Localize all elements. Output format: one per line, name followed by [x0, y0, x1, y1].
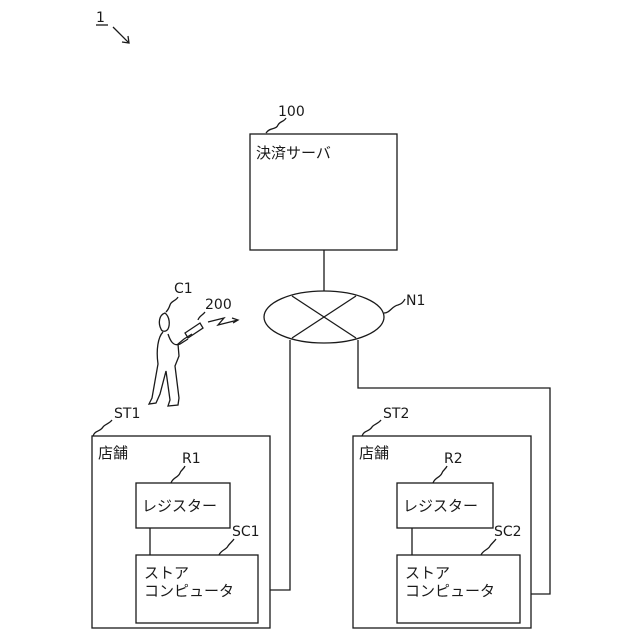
store-1-ref: ST1	[114, 406, 140, 422]
customer-ref: C1	[174, 281, 193, 297]
payment-server: 100 決済サーバ	[250, 104, 397, 250]
device-ref: 200	[205, 297, 232, 313]
register-1-label: レジスター	[142, 497, 217, 515]
server-leader	[266, 118, 286, 133]
person-icon	[149, 313, 203, 406]
register-1-ref: R1	[182, 451, 201, 467]
customer-leader	[166, 297, 178, 312]
figure-reference: 1	[96, 10, 129, 43]
device-icon	[185, 323, 203, 338]
computer-2-line1: ストア	[405, 564, 450, 582]
store-2-label: 店舗	[359, 444, 389, 462]
computer-2-ref: SC2	[494, 524, 522, 540]
network-leader	[384, 299, 405, 313]
network: N1	[264, 291, 425, 343]
store-1-leader	[93, 420, 112, 436]
computer-1-line1: ストア	[144, 564, 189, 582]
device-leader	[198, 312, 205, 320]
network-ref: N1	[406, 293, 425, 309]
store-2: ST2 店舗 R2 レジスター SC2 ストア コンピュータ	[353, 406, 531, 628]
server-ref: 100	[278, 104, 305, 120]
computer-1-line2: コンピュータ	[144, 582, 234, 600]
computer-2-line2: コンピュータ	[405, 582, 495, 600]
wireless-signal-icon	[208, 318, 238, 325]
store-1: ST1 店舗 R1 レジスター SC1 ストア コンピュータ	[92, 406, 270, 628]
store-2-leader	[362, 420, 381, 436]
register-2-ref: R2	[444, 451, 463, 467]
figure-arrow-line	[113, 27, 129, 43]
customer: C1 200	[149, 281, 238, 406]
figure-number: 1	[96, 10, 105, 26]
store-1-label: 店舗	[98, 444, 128, 462]
register-2-label: レジスター	[403, 497, 478, 515]
server-label: 決済サーバ	[256, 144, 331, 162]
computer-1-ref: SC1	[232, 524, 260, 540]
store-2-ref: ST2	[383, 406, 409, 422]
